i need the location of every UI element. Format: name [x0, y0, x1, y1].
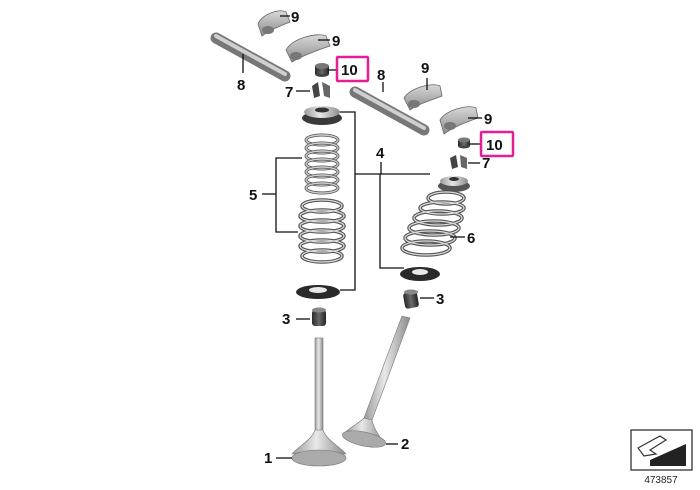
rocker-arm-left-bottom [285, 34, 331, 63]
valve-exhaust [342, 315, 411, 448]
adjuster-left [315, 63, 329, 77]
callout-spring-assembly: 4 [376, 145, 385, 162]
leader-lines [242, 15, 482, 459]
callout-rocker-arm-right-bottom: 9 [484, 111, 492, 128]
rocker-shaft-right [349, 86, 430, 136]
callout-rocker-arm-left-top: 9 [291, 9, 299, 26]
valve-spring-left-upper [304, 133, 340, 195]
rocker-arm-left-top [257, 10, 291, 37]
spring-retainer-right [438, 176, 470, 192]
valve-spring-right [400, 190, 466, 257]
callout-spring-right: 6 [467, 230, 475, 247]
rocker-arm-right-bottom [439, 106, 479, 135]
valve-stem-seal-left [312, 307, 326, 326]
drawing-number: 473857 [644, 475, 678, 486]
rocker-shaft-left [210, 32, 291, 82]
spring-seat-right [400, 267, 440, 281]
valve-intake [291, 337, 347, 467]
callout-valve-intake: 1 [264, 450, 272, 467]
callout-valve-exhaust: 2 [401, 436, 409, 453]
callout-valve-stem-seal-right: 3 [436, 291, 444, 308]
callout-valve-stem-seal-left: 3 [282, 311, 290, 328]
rocker-arm-right-top [403, 84, 443, 111]
view-direction-icon [630, 429, 693, 471]
spring-retainer-left [302, 106, 342, 125]
spring-seat-left [296, 285, 340, 299]
callout-valve-keeper-right: 7 [482, 155, 490, 172]
callout-rocker-arm-left-bottom: 9 [332, 33, 340, 50]
valve-keeper-right [450, 155, 467, 169]
callout-adjuster-right: 10 [486, 137, 503, 154]
callout-adjuster-left: 10 [341, 62, 358, 79]
valve-spring-left-lower [298, 198, 346, 264]
callout-rocker-shaft-right: 8 [377, 67, 385, 84]
highlight-box-adjuster-left [335, 55, 370, 83]
callout-valve-keeper-left: 7 [285, 84, 293, 101]
callout-rocker-arm-right-top: 9 [421, 60, 429, 77]
callout-springs-left: 5 [249, 187, 257, 204]
highlight-box-adjuster-right [479, 130, 515, 158]
valve-keeper-left [312, 82, 330, 98]
callout-rocker-shaft-left: 8 [237, 77, 245, 94]
adjuster-right [458, 137, 470, 149]
valve-stem-seal-right [403, 289, 419, 309]
